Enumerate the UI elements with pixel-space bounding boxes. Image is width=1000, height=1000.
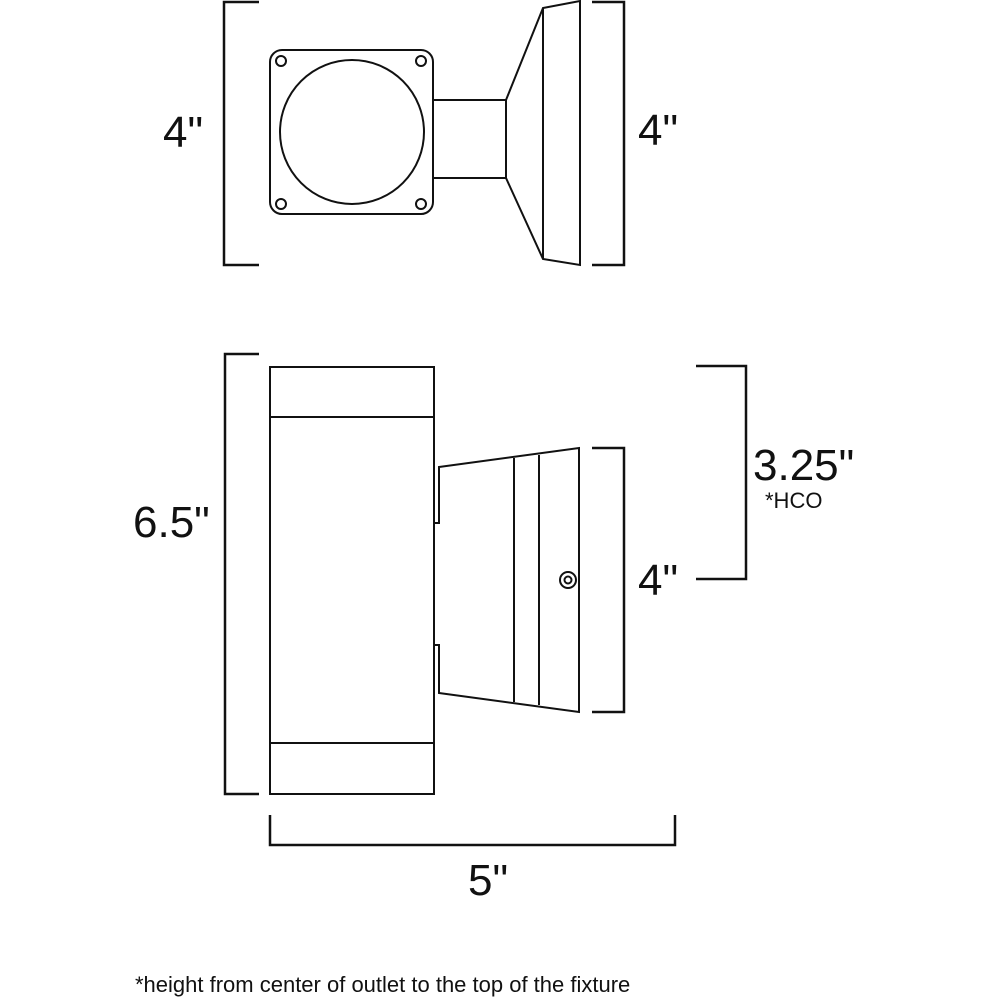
hco-note: *HCO xyxy=(765,488,822,513)
top-left-height-label: 4" xyxy=(163,108,203,157)
overall-height-label: 6.5" xyxy=(133,498,210,547)
side-lamp-head xyxy=(434,446,580,714)
footnote: *height from center of outlet to the top… xyxy=(135,972,630,997)
top-right-height-label: 4" xyxy=(638,106,678,155)
arm-neck xyxy=(433,99,507,179)
backplate-circle xyxy=(279,59,425,205)
width-label: 5" xyxy=(468,856,508,905)
overall-height-bracket xyxy=(223,352,259,796)
left-height-bracket xyxy=(222,0,259,267)
mounting-plate xyxy=(269,49,434,215)
fixture-body xyxy=(269,366,435,795)
hco-label: 3.25" xyxy=(753,441,854,490)
right-height-bracket xyxy=(592,0,626,267)
screw-hole xyxy=(275,198,287,210)
width-bracket xyxy=(268,815,677,847)
side-view: 6.5" 4" 3.25" *HCO 5" xyxy=(133,352,854,905)
head-height-label: 4" xyxy=(638,556,678,605)
adjust-screw-icon xyxy=(559,571,577,589)
hco-bracket xyxy=(696,364,748,581)
top-view: 4" 4" xyxy=(163,0,678,267)
lamp-head-flare xyxy=(505,0,581,267)
screw-hole xyxy=(415,55,427,67)
head-height-bracket xyxy=(592,446,626,714)
screw-hole xyxy=(275,55,287,67)
screw-hole xyxy=(415,198,427,210)
adjust-screw-inner xyxy=(563,575,573,585)
